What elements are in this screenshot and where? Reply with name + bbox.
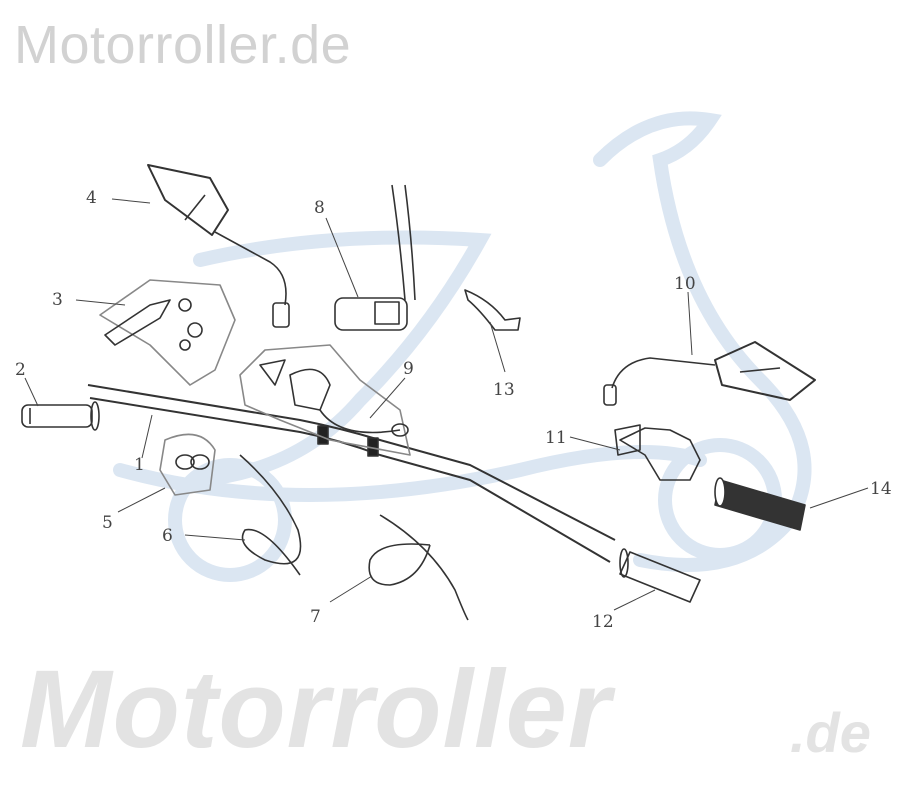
throttle-grip <box>714 477 806 531</box>
ignition-switch <box>334 184 416 331</box>
scooter-watermark-body <box>593 111 812 572</box>
throttle-cable <box>239 454 302 576</box>
callout-10: 10 <box>674 274 696 294</box>
left-mirror <box>147 164 290 328</box>
brake-cable <box>368 514 469 621</box>
throttle-housing <box>614 424 701 481</box>
callout-7: 7 <box>310 607 321 627</box>
lever-cover <box>464 289 521 331</box>
callout-5: 5 <box>102 513 113 533</box>
right-mirror <box>603 341 816 406</box>
callout-2: 2 <box>15 360 26 380</box>
clamp-set <box>159 433 216 496</box>
brake-lever-assembly <box>99 279 236 386</box>
watermark-logo-suffix: .de <box>790 701 871 764</box>
left-grip <box>21 401 100 431</box>
right-grip <box>619 548 701 603</box>
callout-14: 14 <box>870 479 892 499</box>
callout-12: 12 <box>592 612 614 632</box>
scooter-watermark-front-wheel <box>168 458 292 582</box>
callout-13: 13 <box>493 380 515 400</box>
callout-9: 9 <box>403 359 414 379</box>
watermark-logo: Motorroller <box>20 648 612 771</box>
callout-8: 8 <box>314 198 325 218</box>
callout-6: 6 <box>162 526 173 546</box>
callout-4: 4 <box>86 188 97 208</box>
right-switch-assembly <box>239 344 411 456</box>
callout-3: 3 <box>52 290 63 310</box>
site-title: Motorroller.de <box>14 15 352 75</box>
callout-11: 11 <box>545 428 567 448</box>
callout-1: 1 <box>134 455 145 475</box>
leader-lines <box>24 198 869 611</box>
scooter-watermark-front <box>193 230 492 487</box>
